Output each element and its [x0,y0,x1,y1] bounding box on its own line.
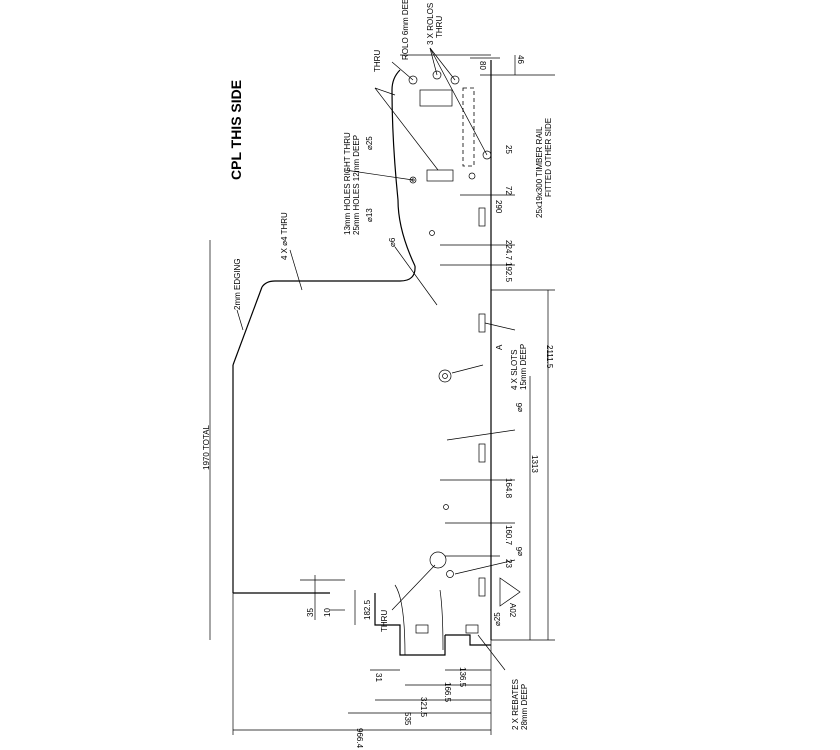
dim-192: 192.5 [504,262,513,283]
dim-6a: ⌀6 [388,237,397,247]
leader-lines [236,47,516,671]
note-timber-1: 25x19x300 TIMBER RAIL [535,126,544,218]
dimension-lines [209,55,555,735]
dim-25a: 25 [504,145,513,154]
note-a02: A02 [508,603,517,618]
note-four-thru: 4 X ⌀4 THRU [280,212,289,260]
dim-290: 290 [494,200,503,214]
dim-13dia: ⌀13 [365,208,374,222]
dimension-labels: 80 46 25 ⌀25 ⌀13 ⌀6 72 290 224.7 192.5 2… [306,55,554,749]
dim-164: 164.8 [504,478,513,499]
dim-10: 10 [323,608,332,617]
dim-1313: 1313 [530,455,539,473]
a02-marker [499,577,521,607]
dim-25b: ⌀25 [493,612,502,626]
dim-46: 46 [516,55,525,64]
dim-23: 23 [504,559,513,568]
dim-160: 160.7 [504,525,513,546]
notes: ROLO 6mm DEEP 3 X ROLOS THRU THRU 13mm H… [202,0,553,730]
note-section-a: A [495,344,504,350]
dim-166: 166.5 [443,682,452,703]
note-thru-bottom: THRU [380,610,389,632]
heading-cpl: CPL THIS SIDE [228,80,244,180]
dim-182: 182.5 [363,599,372,620]
note-rebates-1: 2 X REBATES [511,679,520,730]
note-timber-2: FITTED OTHER SIDE [544,118,553,197]
dim-321: 321.5 [419,697,428,718]
note-holes-1: 13mm HOLES RIGHT THRU [343,132,352,235]
dim-2111: 2111.5 [545,345,554,369]
dim-72: 72 [504,186,513,195]
dim-80: 80 [478,61,487,70]
note-rolo-deep: ROLO 6mm DEEP [401,0,410,60]
note-left-total: 1970 TOTAL [202,425,211,470]
features [394,70,492,656]
dim-31: 31 [374,673,383,682]
note-slots-2: 15mm DEEP [519,344,528,390]
dim-966: 966.4 [355,728,364,749]
dim-535: 535 [403,712,412,726]
note-slots-1: 4 X SLOTS [510,350,519,390]
panel-outline [232,54,492,656]
dim-136: 136.5 [458,667,467,688]
dim-35: 35 [306,608,315,617]
dim-6c: ⌀6 [515,546,524,556]
note-thru-top: THRU [373,50,382,72]
dim-25dia: ⌀25 [365,136,374,150]
note-rolos-2: THRU [435,16,444,38]
note-rebates-2: 28mm DEEP [520,684,529,730]
dim-224: 224.7 [504,240,513,261]
note-edging: 2mm EDGING [233,258,242,310]
note-rolos-1: 3 X ROLOS [426,3,435,45]
note-holes-2: 25mm HOLES 12mm DEEP [352,135,361,235]
dim-6b: ⌀6 [515,402,524,412]
